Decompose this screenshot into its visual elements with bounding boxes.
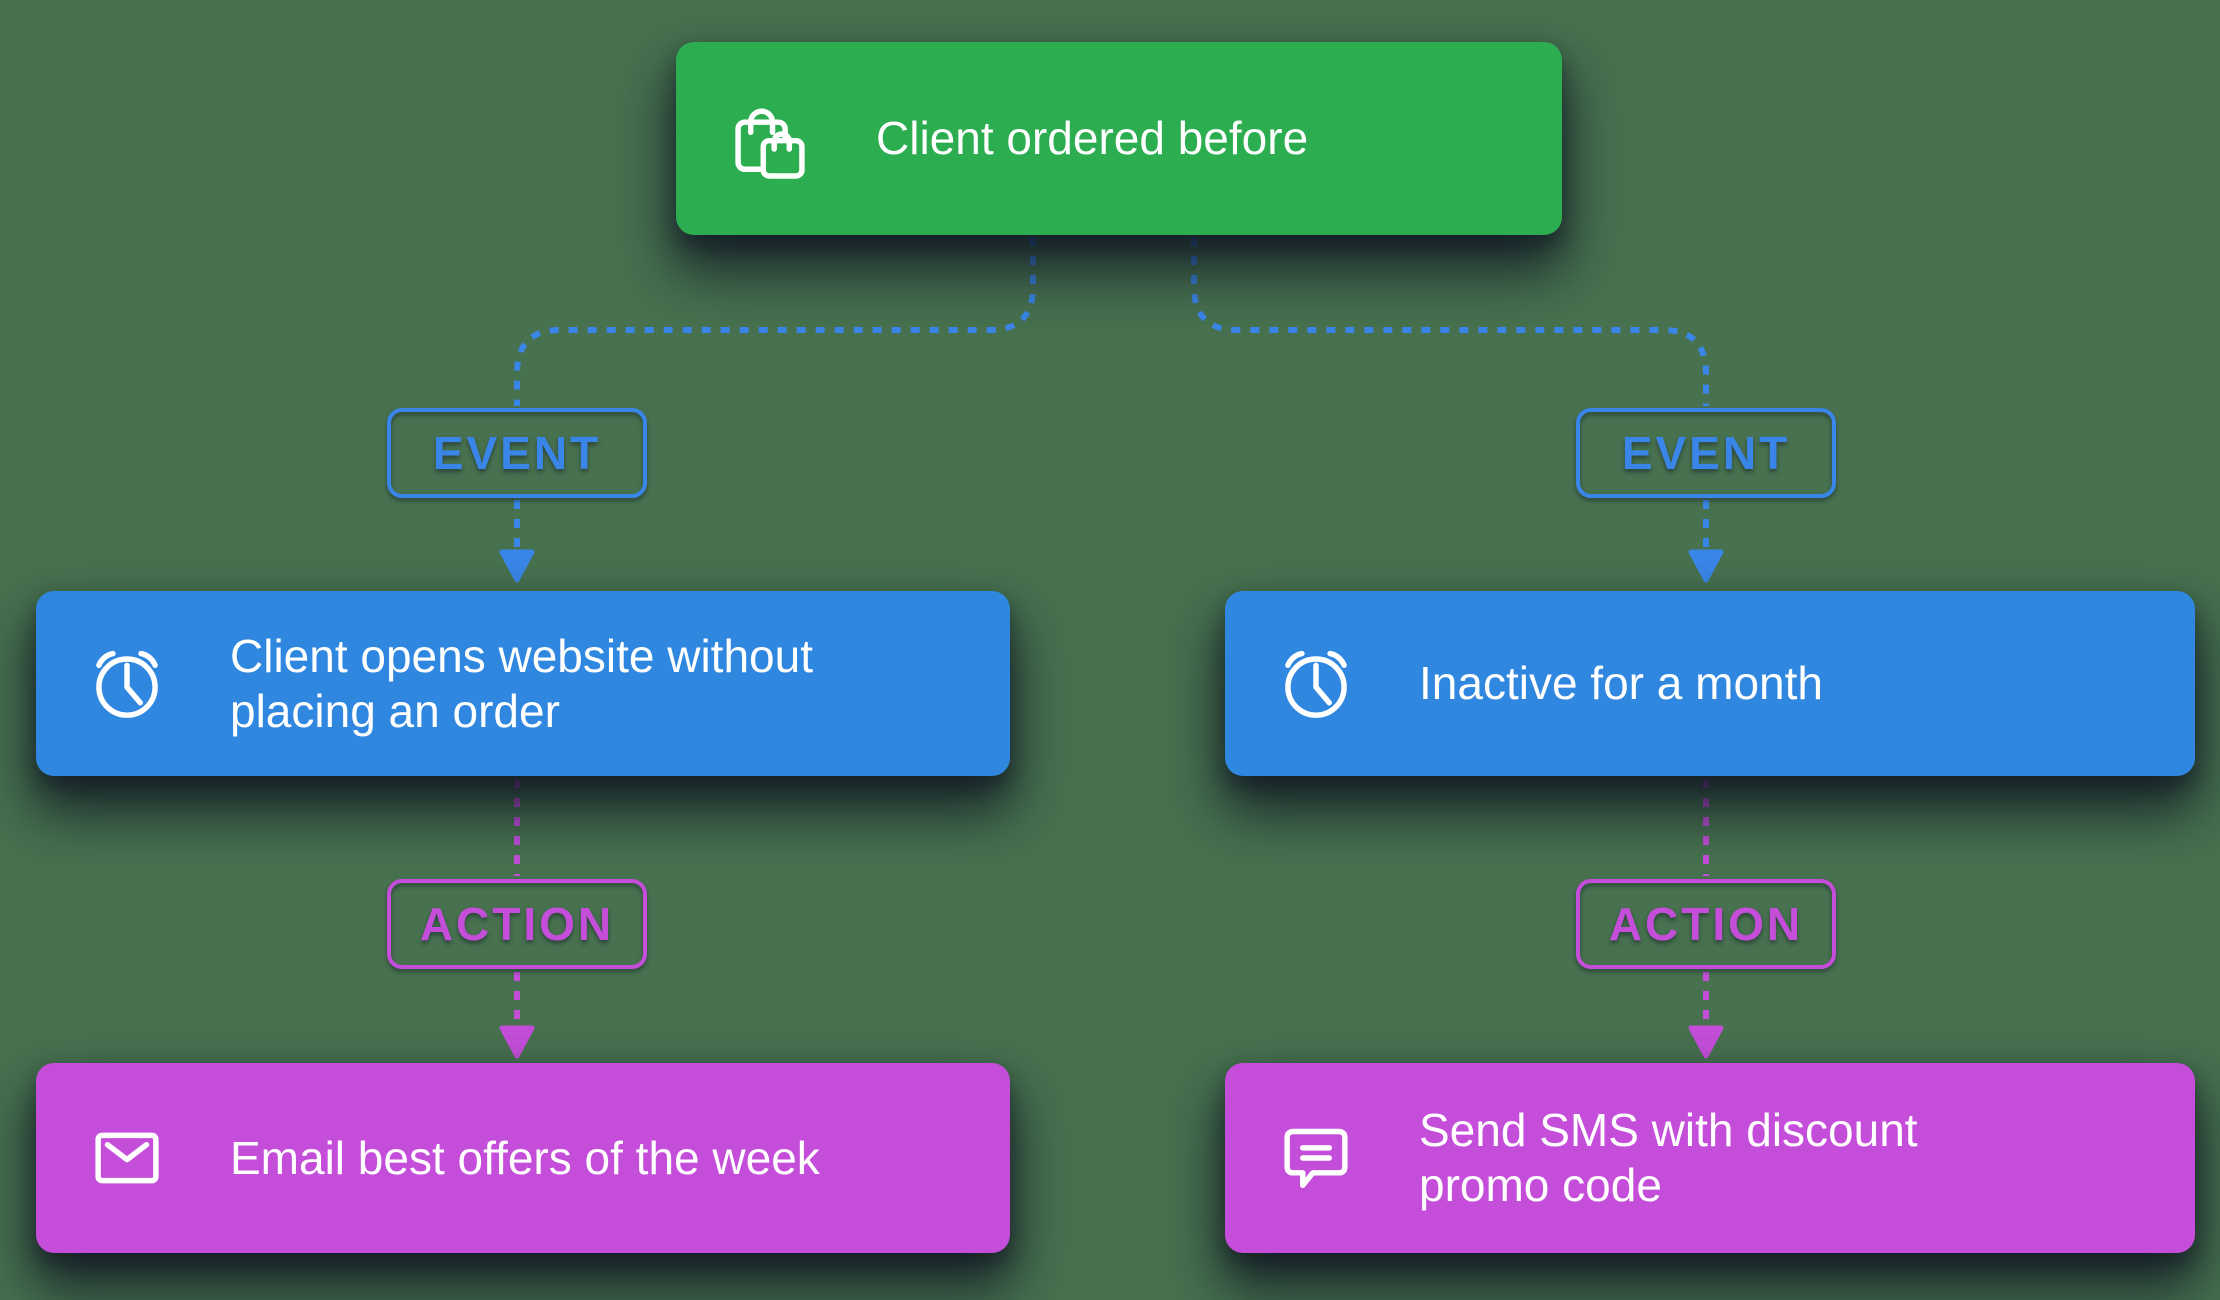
event-node-label: Inactive for a month — [1419, 657, 1823, 709]
action-tag-right: ACTION — [1576, 879, 1836, 969]
alarm-clock-icon — [88, 645, 166, 723]
event-tag-left: EVENT — [387, 408, 647, 498]
event-node-label: Client opens website without placing an … — [230, 629, 813, 737]
arrowhead-action-right — [1688, 1025, 1724, 1059]
alarm-clock-icon — [1277, 645, 1355, 723]
sms-chat-icon — [1277, 1119, 1355, 1197]
trigger-label: Client ordered before — [876, 112, 1309, 164]
trigger-node[interactable]: Client ordered before — [676, 42, 1562, 235]
action-node-right[interactable]: Send SMS with discount promo code — [1225, 1063, 2195, 1253]
shopping-bags-icon — [728, 97, 812, 181]
event-tag-right: EVENT — [1576, 408, 1836, 498]
event-tag-label: EVENT — [1621, 427, 1791, 479]
envelope-icon — [88, 1119, 166, 1197]
connector-trigger-to-event-right — [1191, 237, 1709, 406]
action-tag-label: ACTION — [1608, 898, 1804, 950]
arrowhead-action-left — [499, 1025, 535, 1059]
action-node-label: Send SMS with discount promo code — [1419, 1104, 1918, 1211]
event-node-left[interactable]: Client opens website without placing an … — [36, 591, 1010, 776]
action-tag-left: ACTION — [387, 879, 647, 969]
arrowhead-event-right — [1688, 549, 1724, 583]
action-node-label: Email best offers of the week — [230, 1131, 820, 1184]
connector-trigger-to-event-left — [514, 237, 1036, 406]
action-tag-label: ACTION — [419, 898, 615, 950]
event-tag-label: EVENT — [432, 427, 602, 479]
arrowhead-event-left — [499, 549, 535, 583]
event-node-right[interactable]: Inactive for a month — [1225, 591, 2195, 776]
action-node-left[interactable]: Email best offers of the week — [36, 1063, 1010, 1253]
